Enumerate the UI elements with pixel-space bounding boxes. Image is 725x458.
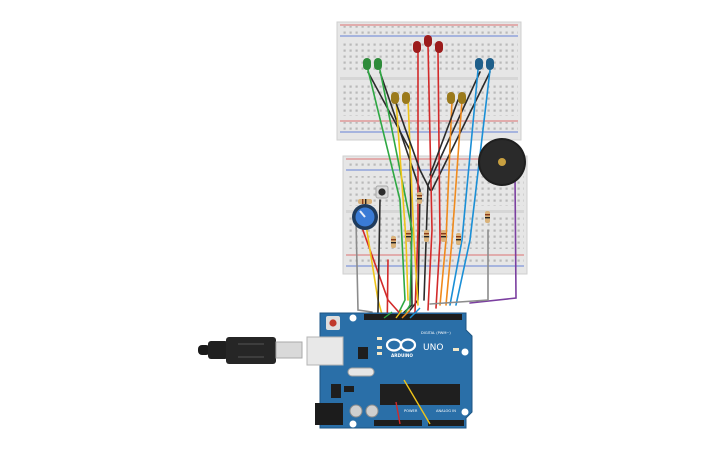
resistor-icon[interactable] [424, 230, 429, 242]
wire-yellow [407, 99, 419, 306]
power-header-label: POWER [404, 409, 418, 413]
analog-header[interactable] [428, 420, 464, 426]
resistor-icon[interactable] [485, 211, 490, 223]
usb-cable-icon [198, 337, 303, 364]
wire-gray [355, 219, 373, 313]
digital-header[interactable] [364, 314, 462, 320]
red-led-icon[interactable] [435, 41, 443, 53]
resistor-icon[interactable] [358, 199, 372, 204]
green-led-icon[interactable] [374, 58, 382, 70]
arduino-logo-icon [385, 338, 417, 352]
leds-group[interactable] [363, 35, 494, 104]
wires-group[interactable] [355, 44, 517, 425]
resistor-icon[interactable] [417, 192, 422, 204]
wire-green [367, 69, 406, 319]
atmega-chip-icon [380, 384, 460, 405]
power-jack-icon [315, 403, 343, 425]
arduino-uno-board[interactable]: ARDUINO UNO DIGITAL (PWM~) POWER ANALOG … [306, 312, 473, 429]
resistor-icon[interactable] [391, 236, 396, 248]
wire-black [379, 71, 421, 319]
wire-black [429, 99, 459, 176]
digital-header-label: DIGITAL (PWM~) [421, 331, 451, 335]
potentiometer-icon[interactable] [352, 204, 378, 230]
wire-green [379, 69, 413, 319]
wire-gray [429, 229, 489, 305]
red-led-icon[interactable] [424, 35, 432, 47]
resistor-icon[interactable] [456, 233, 461, 245]
resistor-icon[interactable] [441, 230, 446, 242]
wire-purple [469, 174, 517, 304]
reset-button-icon[interactable] [329, 319, 337, 327]
piezo-buzzer-icon[interactable] [478, 138, 526, 186]
resistors-group[interactable] [358, 192, 490, 248]
wire-red [435, 51, 441, 309]
yellow-led-icon[interactable] [447, 92, 455, 104]
analog-header-label: ANALOG IN [436, 409, 456, 413]
wire-red [427, 44, 433, 311]
red-led-icon[interactable] [413, 41, 421, 53]
wire-black [394, 99, 431, 191]
arduino-model-label: UNO [423, 343, 443, 353]
blue-led-icon[interactable] [475, 58, 483, 70]
green-led-icon[interactable] [363, 58, 371, 70]
power-header[interactable] [374, 420, 422, 426]
wire-black [431, 71, 491, 191]
yellow-led-icon[interactable] [402, 92, 410, 104]
resistor-icon[interactable] [406, 230, 411, 242]
usb-port-icon [306, 336, 344, 366]
pushbutton-icon[interactable] [375, 185, 389, 199]
wire-blue [455, 69, 491, 306]
blue-led-icon[interactable] [486, 58, 494, 70]
arduino-brand-label: ARDUINO [391, 353, 413, 358]
yellow-led-icon[interactable] [391, 92, 399, 104]
wire-blue [449, 69, 479, 306]
wire-orange [445, 99, 463, 306]
yellow-led-icon[interactable] [458, 92, 466, 104]
